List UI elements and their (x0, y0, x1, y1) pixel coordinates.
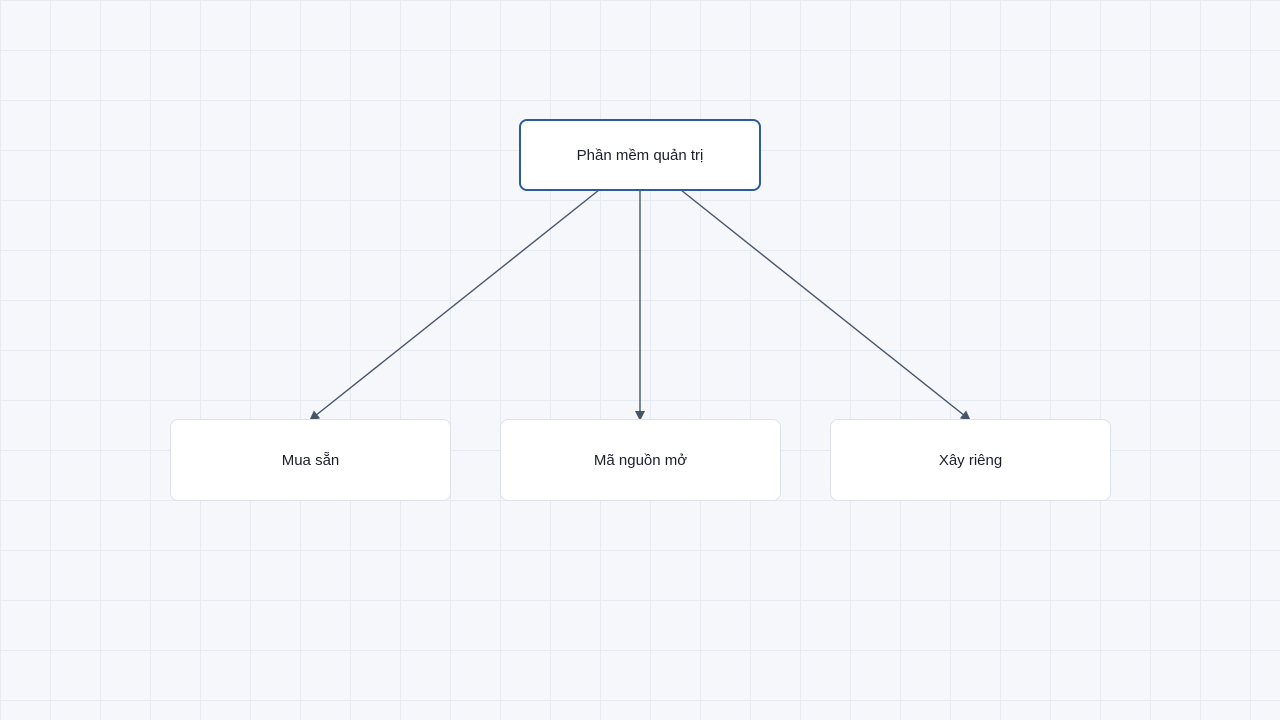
edge-to-xay-rieng (680, 189, 971, 421)
root-node[interactable]: Phần mềm quản trị (519, 119, 761, 191)
child-node-label: Mua sẵn (281, 451, 340, 469)
child-node-label: Mã nguồn mở (593, 451, 688, 469)
child-node-label: Xây riêng (938, 451, 1003, 469)
child-node-mua-san[interactable]: Mua sẵn (170, 419, 451, 501)
edge-to-mua-san (309, 189, 600, 421)
child-node-ma-nguon-mo[interactable]: Mã nguồn mở (500, 419, 781, 501)
child-node-xay-rieng[interactable]: Xây riêng (830, 419, 1111, 501)
root-node-label: Phần mềm quản trị (576, 146, 704, 164)
